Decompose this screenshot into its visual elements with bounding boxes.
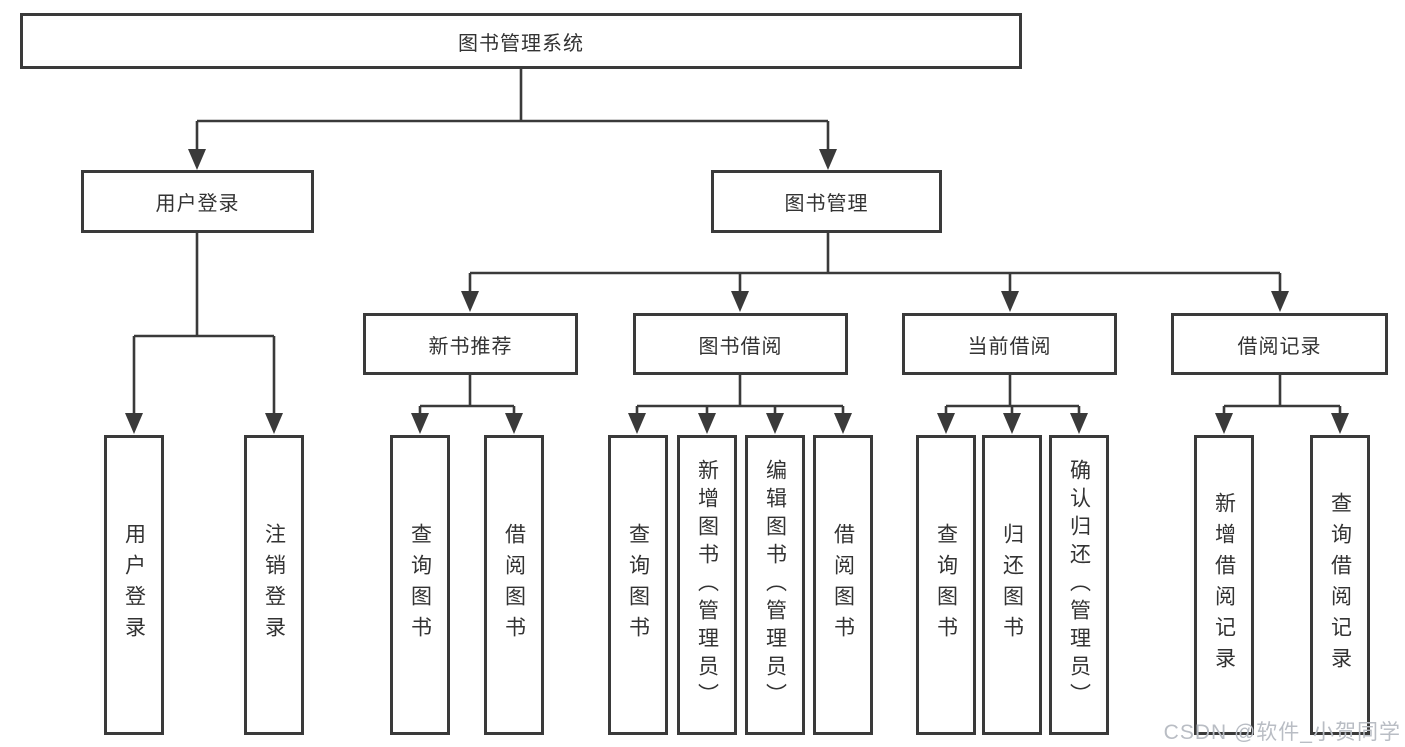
node-leaf-borrow-books-borrowing: 借阅图书: [813, 435, 873, 735]
node-leaf-query-books-borrowing: 查询图书: [608, 435, 668, 735]
node-leaf-query-books-recommend: 查询图书: [390, 435, 450, 735]
node-book-management: 图书管理: [711, 170, 942, 233]
node-current-borrowing: 当前借阅: [902, 313, 1117, 375]
node-leaf-add-borrow-record-label: 新增借阅记录: [1212, 492, 1236, 678]
node-leaf-add-borrow-record: 新增借阅记录: [1194, 435, 1254, 735]
node-leaf-borrow-books-recommend: 借阅图书: [484, 435, 544, 735]
node-leaf-borrow-books-borrowing-label: 借阅图书: [831, 523, 855, 647]
node-leaf-borrow-books-recommend-label: 借阅图书: [502, 523, 526, 647]
node-leaf-user-login-label: 用户登录: [122, 523, 146, 647]
csdn-watermark: CSDN @软件_小贺同学: [1163, 721, 1401, 744]
node-leaf-user-login: 用户登录: [104, 435, 164, 735]
node-leaf-query-borrow-record: 查询借阅记录: [1310, 435, 1370, 735]
node-leaf-confirm-return-admin: 确认归还（管理员）: [1049, 435, 1109, 735]
node-book-management-label: 图书管理: [784, 193, 869, 215]
node-leaf-add-book-admin-label: 新增图书（管理员）: [695, 459, 719, 711]
node-borrowing-records-label: 借阅记录: [1237, 335, 1322, 358]
node-current-borrowing-label: 当前借阅: [967, 335, 1052, 358]
node-leaf-logout-label: 注销登录: [262, 523, 286, 647]
node-leaf-query-books-borrowing-label: 查询图书: [626, 523, 650, 647]
node-book-borrowing-label: 图书借阅: [698, 335, 783, 358]
node-leaf-add-book-admin: 新增图书（管理员）: [677, 435, 737, 735]
node-new-book-recommend: 新书推荐: [363, 313, 578, 375]
node-book-borrowing: 图书借阅: [633, 313, 848, 375]
node-user-login-label: 用户登录: [155, 193, 240, 215]
node-root-label: 图书管理系统: [458, 32, 584, 55]
node-new-book-recommend-label: 新书推荐: [428, 335, 513, 358]
node-leaf-query-books-current: 查询图书: [916, 435, 976, 735]
node-leaf-query-books-current-label: 查询图书: [934, 523, 958, 647]
node-leaf-edit-book-admin-label: 编辑图书（管理员）: [763, 459, 787, 711]
node-leaf-confirm-return-admin-label: 确认归还（管理员）: [1067, 459, 1091, 711]
node-borrowing-records: 借阅记录: [1171, 313, 1388, 375]
node-leaf-edit-book-admin: 编辑图书（管理员）: [745, 435, 805, 735]
node-leaf-logout: 注销登录: [244, 435, 304, 735]
node-leaf-return-book: 归还图书: [982, 435, 1042, 735]
node-leaf-query-borrow-record-label: 查询借阅记录: [1328, 492, 1352, 678]
node-leaf-return-book-label: 归还图书: [1000, 523, 1024, 647]
node-leaf-query-books-recommend-label: 查询图书: [408, 523, 432, 647]
node-user-login: 用户登录: [81, 170, 314, 233]
node-root: 图书管理系统: [20, 13, 1022, 69]
